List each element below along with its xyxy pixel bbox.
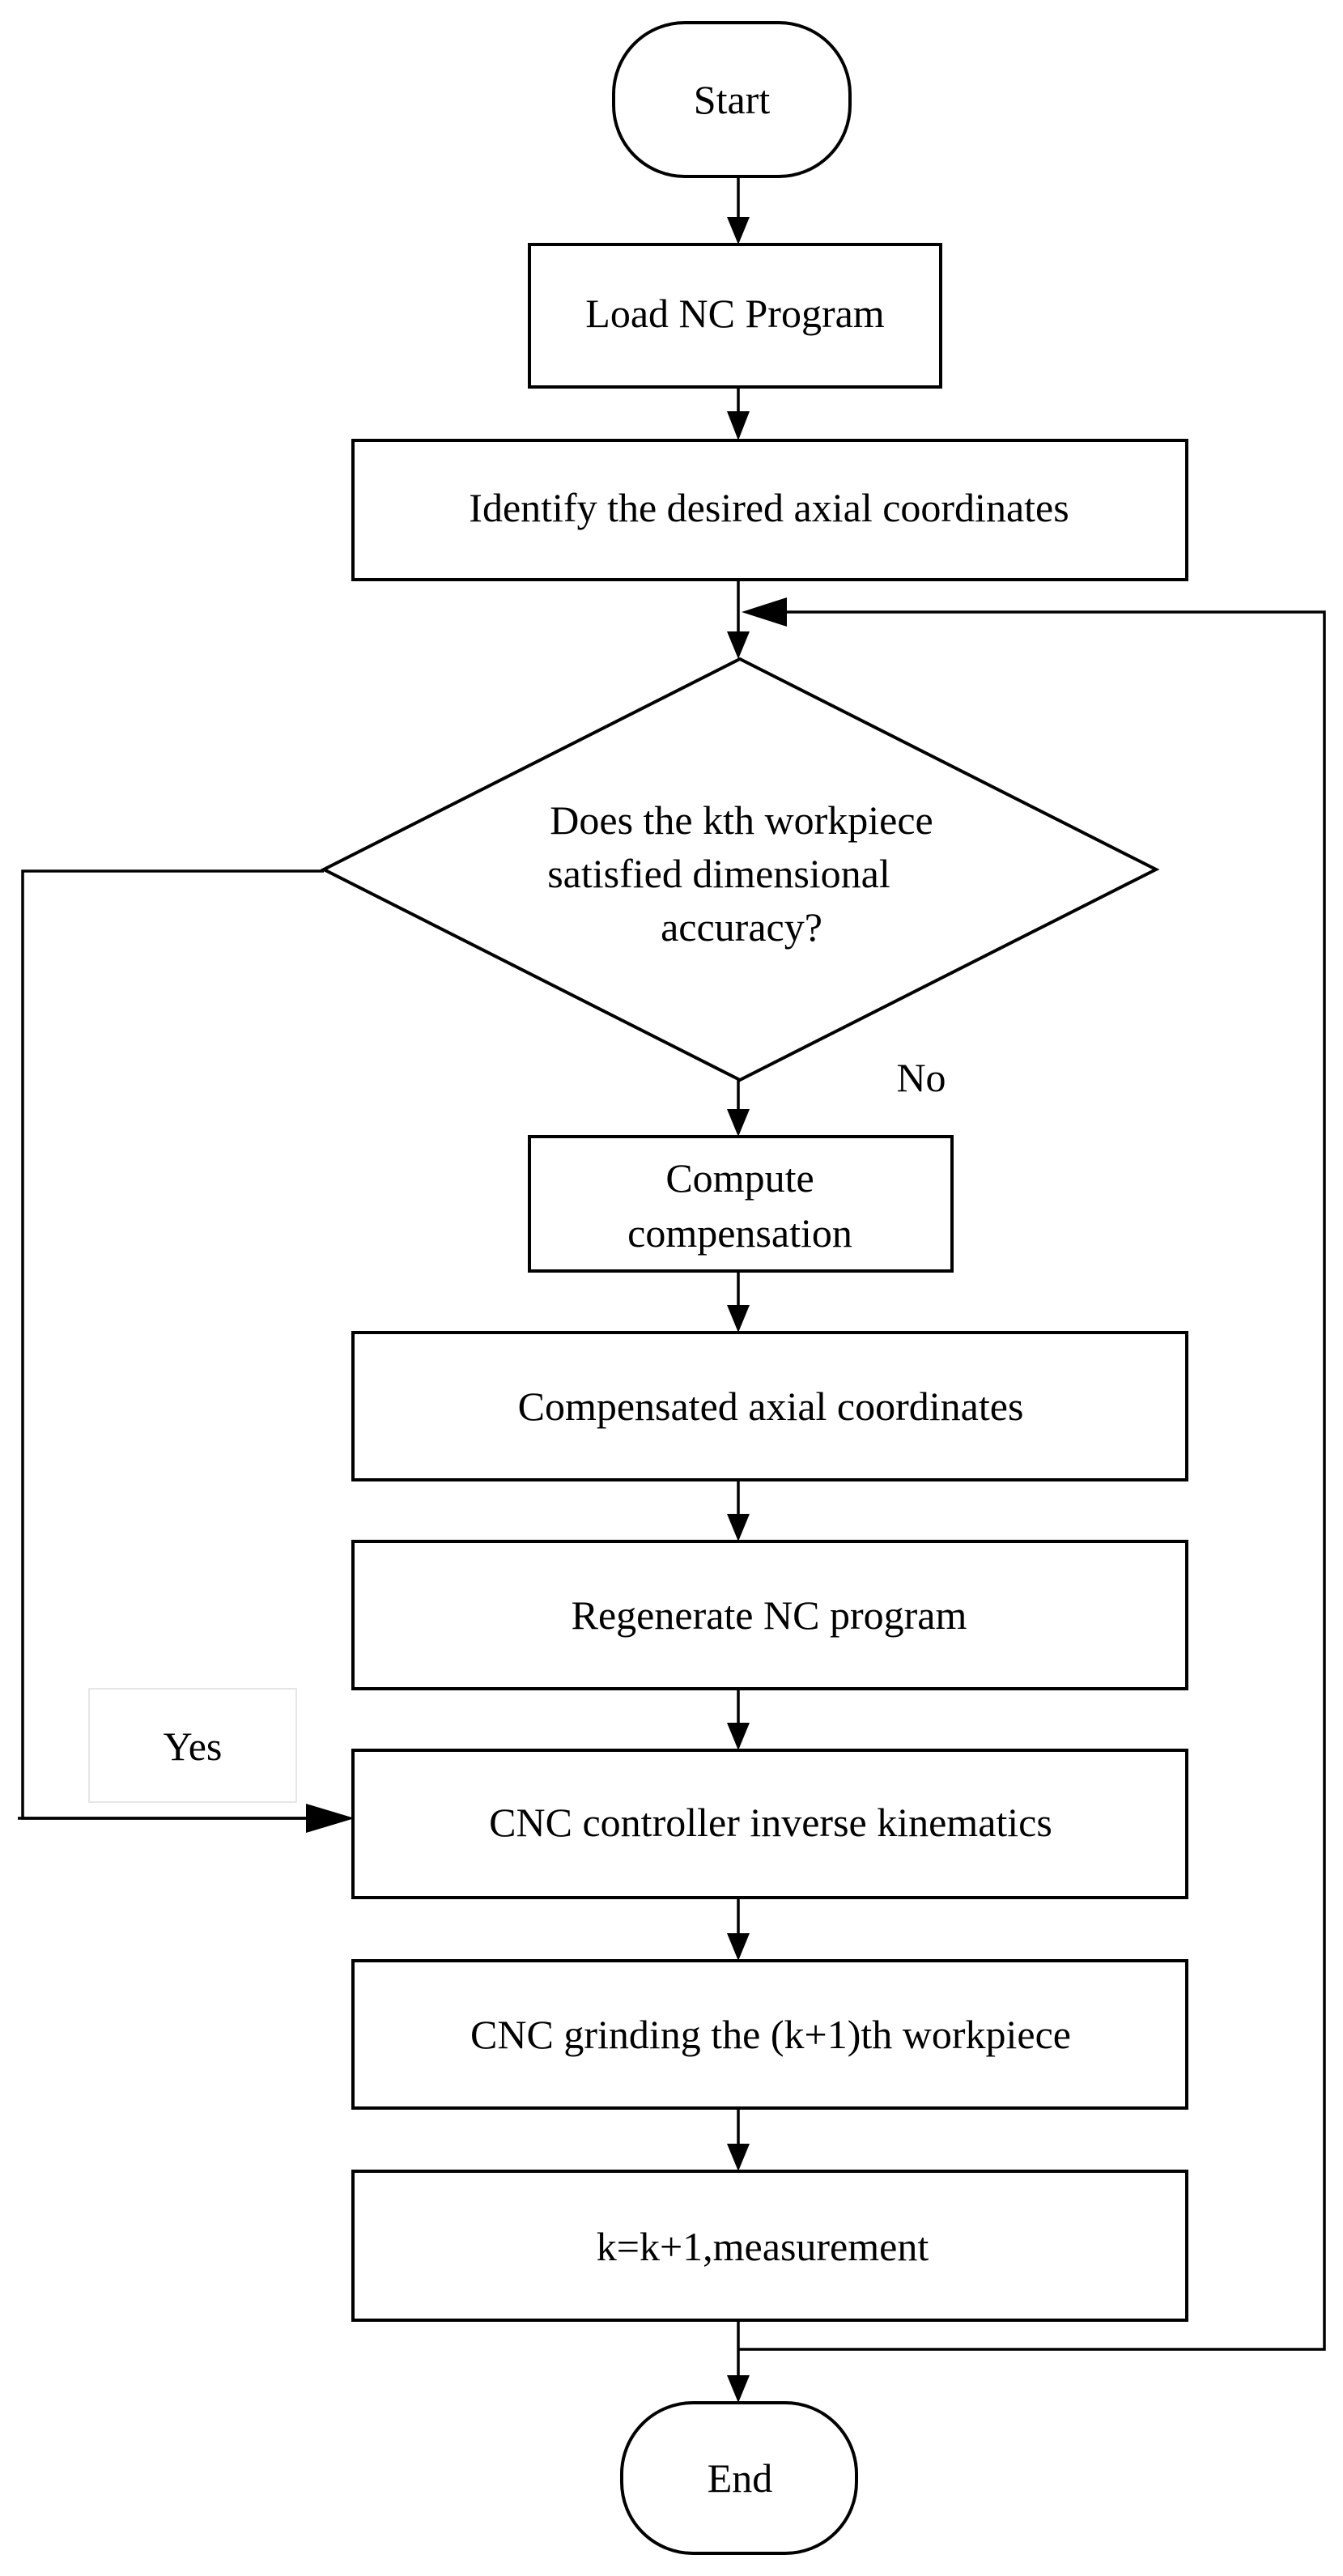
node-end: End xyxy=(620,2401,858,2555)
node-decision: Does the kth workpiece satisfied dimensi… xyxy=(320,657,1160,1082)
arrowhead-load xyxy=(727,217,750,244)
node-start: Start xyxy=(612,21,852,178)
identify-coordinates-label: Identify the desired axial coordinates xyxy=(469,485,1069,530)
node-measurement: k=k+1,measurement xyxy=(351,2170,1188,2322)
arrowhead-compute xyxy=(727,1109,750,1137)
node-load-nc-program: Load NC Program xyxy=(528,243,942,389)
node-regenerate-nc: Regenerate NC program xyxy=(351,1540,1188,1690)
measurement-box xyxy=(351,2170,1188,2322)
arrowhead-regenerate xyxy=(727,1514,750,1541)
arrowhead-kinematics xyxy=(727,1723,750,1750)
decision-label-line-1: Does the kth workpiece xyxy=(550,797,933,843)
decision-diamond xyxy=(320,657,1160,1082)
yes-label-box xyxy=(88,1688,297,1803)
arrowhead-yes xyxy=(306,1804,355,1833)
compute-compensation-line-2: compensation xyxy=(627,1210,852,1256)
compensated-coordinates-box xyxy=(351,1331,1188,1481)
node-cnc-grinding: CNC grinding the (k+1)th workpiece xyxy=(351,1959,1188,2110)
cnc-grinding-box xyxy=(351,1959,1188,2110)
node-compute-compensation: Compute compensation xyxy=(528,1135,954,1273)
yes-label: Yes xyxy=(164,1724,223,1769)
node-identify-coordinates: Identify the desired axial coordinates xyxy=(351,439,1188,581)
arrowhead-identify xyxy=(727,411,750,440)
end-label: End xyxy=(708,2455,773,2501)
end-terminal xyxy=(620,2401,858,2555)
arrowhead-end xyxy=(727,2375,750,2403)
edge-yes-branch xyxy=(21,869,324,1820)
identify-coordinates-box xyxy=(351,439,1188,581)
arrowheads xyxy=(306,217,787,2403)
connectors xyxy=(18,176,1326,2377)
node-compensated-coordinates: Compensated axial coordinates xyxy=(351,1331,1188,1481)
edge-labels: No Yes xyxy=(88,1055,946,1803)
arrowhead-measurement xyxy=(727,2144,750,2171)
compute-compensation-line-1: Compute xyxy=(665,1155,814,1201)
inverse-kinematics-box xyxy=(351,1749,1188,1899)
regenerate-nc-label: Regenerate NC program xyxy=(572,1592,967,1638)
measurement-label: k=k+1,measurement xyxy=(597,2224,929,2269)
no-label: No xyxy=(896,1055,946,1100)
start-terminal xyxy=(612,21,852,178)
regenerate-nc-box xyxy=(351,1540,1188,1690)
load-nc-program-label: Load NC Program xyxy=(585,291,884,336)
arrowhead-feedback xyxy=(742,597,787,627)
start-label: Start xyxy=(694,77,771,122)
arrowhead-compensated xyxy=(727,1305,750,1333)
decision-label-line-3: accuracy? xyxy=(661,904,822,950)
edge-feedback-loop xyxy=(738,610,1326,2351)
arrowhead-decision xyxy=(727,631,750,659)
compute-compensation-box xyxy=(528,1135,954,1273)
load-nc-program-box xyxy=(528,243,942,389)
inverse-kinematics-label: CNC controller inverse kinematics xyxy=(489,1800,1052,1845)
node-inverse-kinematics: CNC controller inverse kinematics xyxy=(351,1749,1188,1899)
compensated-coordinates-label: Compensated axial coordinates xyxy=(518,1384,1024,1429)
decision-label-line-2: satisfied dimensional xyxy=(547,851,890,896)
arrowhead-grinding xyxy=(727,1933,750,1961)
cnc-grinding-label: CNC grinding the (k+1)th workpiece xyxy=(470,2012,1071,2057)
